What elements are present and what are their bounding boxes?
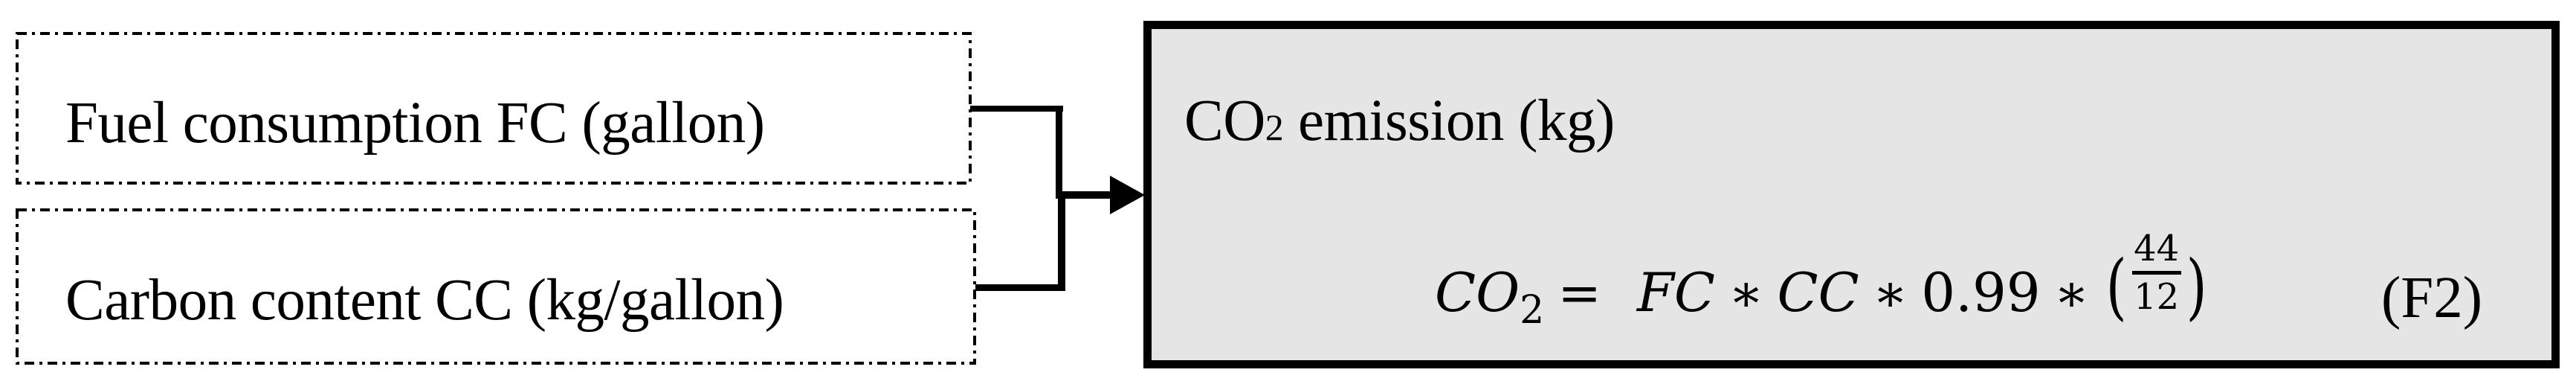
formula-multiply: ∗ (1728, 262, 1764, 324)
formula-term-fc: FC (1636, 260, 1715, 324)
formula-fraction: 44 12 (2131, 228, 2181, 318)
formula-multiply: ∗ (1872, 262, 1908, 324)
formula-term-cc: CC (1777, 260, 1859, 324)
dash-dot-border (16, 208, 976, 365)
elbow-connector (970, 106, 1112, 291)
input-label-carbon-content: Carbon content CC (kg/gallon) (65, 268, 784, 333)
input-label-fuel-consumption: Fuel consumption FC (gallon) (65, 91, 765, 156)
input-box-carbon-content: Carbon content CC (kg/gallon) (16, 208, 976, 365)
dash-dot-border (16, 32, 972, 185)
open-paren: ( (2105, 244, 2127, 328)
formula-term-constant: 0.99 (1921, 260, 2041, 324)
equation-label: (F2) (2381, 266, 2483, 330)
formula-equals: = (1557, 262, 1601, 324)
fraction-bar (2131, 271, 2181, 275)
fraction-denominator: 12 (2134, 276, 2180, 318)
input-box-fuel-consumption: Fuel consumption FC (gallon) (16, 32, 972, 185)
output-title: CO2 emission (kg) (1184, 92, 1615, 150)
formula-multiply: ∗ (2053, 262, 2090, 324)
close-paren: ) (2186, 244, 2207, 328)
formula-lhs-var: CO (1435, 260, 1520, 324)
title-co: CO (1184, 89, 1265, 153)
fraction-numerator: 44 (2134, 228, 2180, 269)
title-suffix: emission (kg) (1283, 89, 1615, 153)
title-subscript: 2 (1265, 106, 1284, 148)
arrowhead-icon (1110, 176, 1145, 214)
formula-lhs-subscript: 2 (1520, 287, 1545, 333)
formula-fraction-group: ( 44 12 ) (2102, 231, 2210, 328)
